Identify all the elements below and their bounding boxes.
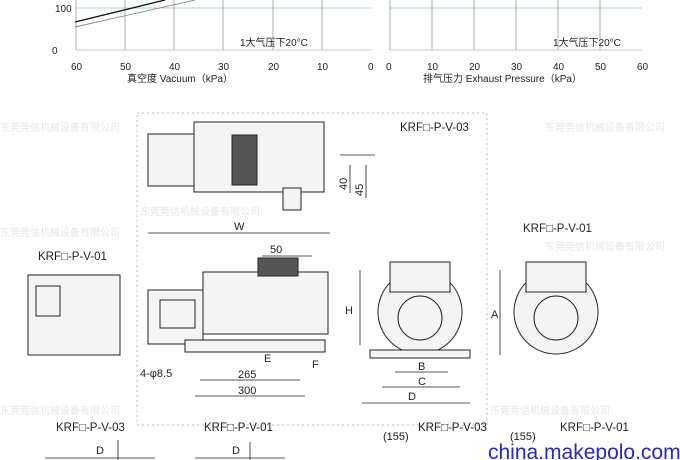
pump-front-view-v01 [513,261,599,355]
model-label: KRF□-P-V-01 [38,251,107,263]
x-tick: 10 [317,62,329,73]
watermark: 东莞莞信机械设备有限公司 [0,404,120,417]
x-tick: 60 [71,62,83,73]
watermark: 东莞莞信机械设备有限公司 [545,240,665,253]
x-axis-label: 真空度 Vacuum（kPa） [127,72,233,85]
chart-condition: 1大气压下20°C [553,36,621,49]
curve-series [74,0,166,23]
model-label: KRF□-P-V-01 [560,422,629,434]
dim-40-45 [340,154,375,198]
dimension-label: D [232,445,240,457]
dimension-label: 45 [354,184,366,196]
dimension-label: E [264,353,271,365]
model-label: KRF□-P-V-03 [56,422,125,434]
x-tick: 30 [218,62,230,73]
drawing-frame [136,112,488,426]
watermark: 东莞莞信机械设备有限公司 [545,121,665,134]
watermark: 东莞莞信机械设备有限公司 [0,121,120,134]
motor-end-view [27,274,121,356]
x-tick: 20 [469,62,481,73]
dimension-label: C [418,376,426,388]
watermark: 东莞莞信机械设备有限公司 [0,226,120,239]
chart-condition: 1大气压下20°C [240,36,308,49]
x-tick: 50 [595,62,607,73]
dimension-label: 40 [338,178,350,190]
pump-top-view [147,121,325,211]
y-tick: 100 [55,4,72,15]
model-label: KRF□-P-V-03 [418,422,487,434]
model-label: KRF□-P-V-03 [400,122,469,134]
dimension-label: 4-φ8.5 [140,368,172,380]
dimension-label: 300 [238,385,256,397]
x-tick: 0 [368,62,374,73]
x-tick: 20 [268,62,280,73]
watermark: 东莞莞信机械设备有限公司 [490,404,610,417]
dimension-label: (155) [383,431,409,443]
dimension-label: B [418,361,425,373]
x-tick: 60 [637,62,649,73]
x-tick: 50 [120,62,132,73]
model-label: KRF□-P-V-01 [204,422,273,434]
pressure-chart: 0 10 20 30 40 50 60 1大气压下20°C 排气压力 Exhau… [386,0,649,85]
x-tick: 40 [169,62,181,73]
vacuum-chart: 100 0 60 50 40 30 20 10 0 1大气压下20°C 真空度 … [52,0,374,85]
dimension-label: F [312,359,319,371]
x-tick: 40 [553,62,565,73]
dimension-label: H [345,305,353,317]
dimension-label: D [96,445,104,457]
pump-front-view [369,261,471,359]
curve-series [74,0,196,28]
x-tick: 30 [511,62,523,73]
site-watermark: china.makepolo.com [488,441,680,460]
x-tick: 0 [386,62,392,73]
x-axis-label: 排气压力 Exhaust Pressure（kPa） [423,72,582,85]
watermarks: 东莞莞信机械设备有限公司 东莞莞信机械设备有限公司 东莞莞信机械设备有限公司 东… [0,121,665,417]
y-tick: 0 [52,46,58,57]
dimension-label: A [491,309,499,321]
dimension-label: 50 [270,244,282,256]
dimension-label: W [234,221,245,233]
model-label: KRF□-P-V-01 [523,223,592,235]
watermark: 东莞莞信机械设备有限公司 [140,205,260,218]
dimension-label: D [408,391,416,403]
pump-side-view [147,257,329,353]
x-tick: 10 [427,62,439,73]
dimension-label: (155) [510,431,536,443]
dimension-label: 265 [238,369,256,381]
